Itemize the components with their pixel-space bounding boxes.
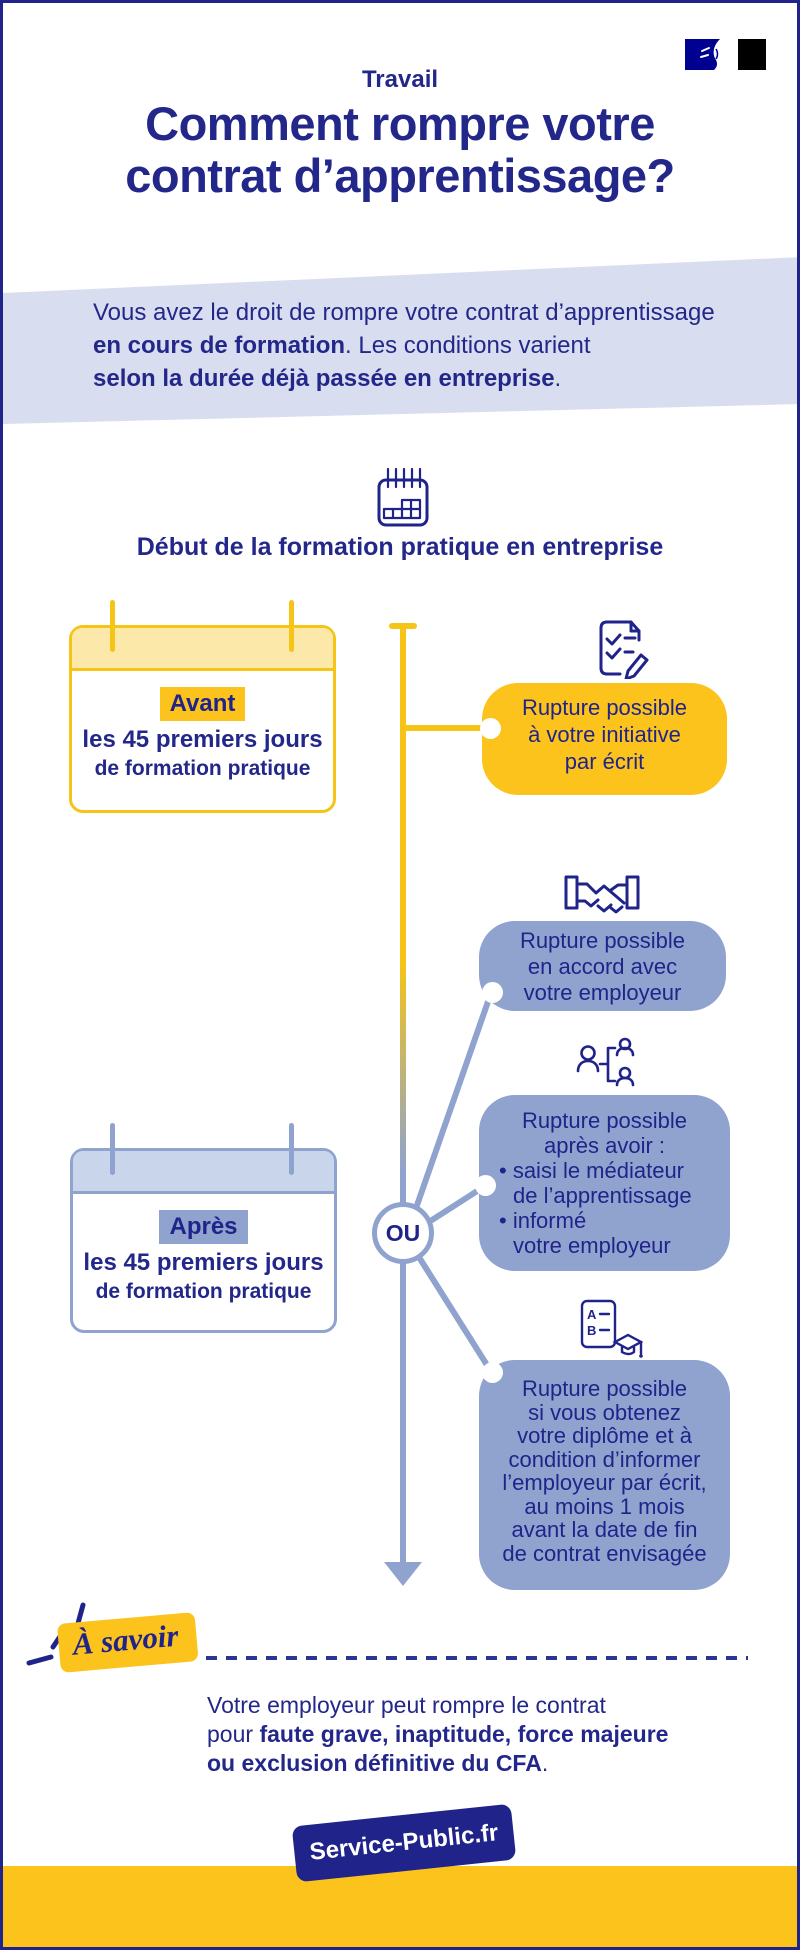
category-label: Travail [361,66,439,93]
connector-dot [482,1362,503,1383]
handshake-icon [564,870,640,921]
connector-dot [480,718,501,739]
document-checklist-pen-icon [593,619,653,684]
footer-band [3,1866,797,1947]
calendar-ring-tick [289,600,294,652]
a-savoir-tag: À savoir [56,1612,199,1673]
intro-text: Vous avez le droit de rompre votre contr… [93,299,715,392]
svg-text:B: B [587,1323,596,1338]
card-line3: de formation pratique [94,757,311,780]
connector-dot [475,1175,496,1196]
avant-highlight: Avant [159,687,246,721]
page-title-line1: Comment rompre votre [145,97,655,150]
yellow-connector [403,725,491,731]
after-45-days-card: Après les 45 premiers jours de formation… [70,1148,337,1333]
timeline-line [400,625,406,1563]
before-45-days-card: Avant les 45 premiers jours de formation… [69,625,336,813]
card-line2: les 45 premiers jours [83,1249,324,1276]
page-title-line2: contrat d’apprentissage? [125,149,675,202]
calendar-ring-tick [289,1123,294,1175]
apres-highlight: Après [159,1210,248,1244]
french-republic-flag-icon [685,39,766,75]
organization-people-icon [575,1036,637,1099]
or-junction: OU [372,1202,434,1264]
card-line3: de formation pratique [95,1280,312,1303]
calendar-ring-tick [110,1123,115,1175]
svg-text:A: A [587,1307,597,1322]
calendar-notepad-icon [376,466,430,533]
calendar-ring-tick [110,600,115,652]
card-line2: les 45 premiers jours [82,726,323,753]
dashed-separator [206,1656,748,1660]
timeline-start-heading: Début de la formation pratique en entrep… [136,533,664,561]
diploma-graduation-icon: A B [579,1298,644,1365]
down-arrow-icon [384,1562,422,1586]
connector-dot [482,982,503,1003]
page-title: Comment rompre votre contrat d’apprentis… [3,98,797,202]
